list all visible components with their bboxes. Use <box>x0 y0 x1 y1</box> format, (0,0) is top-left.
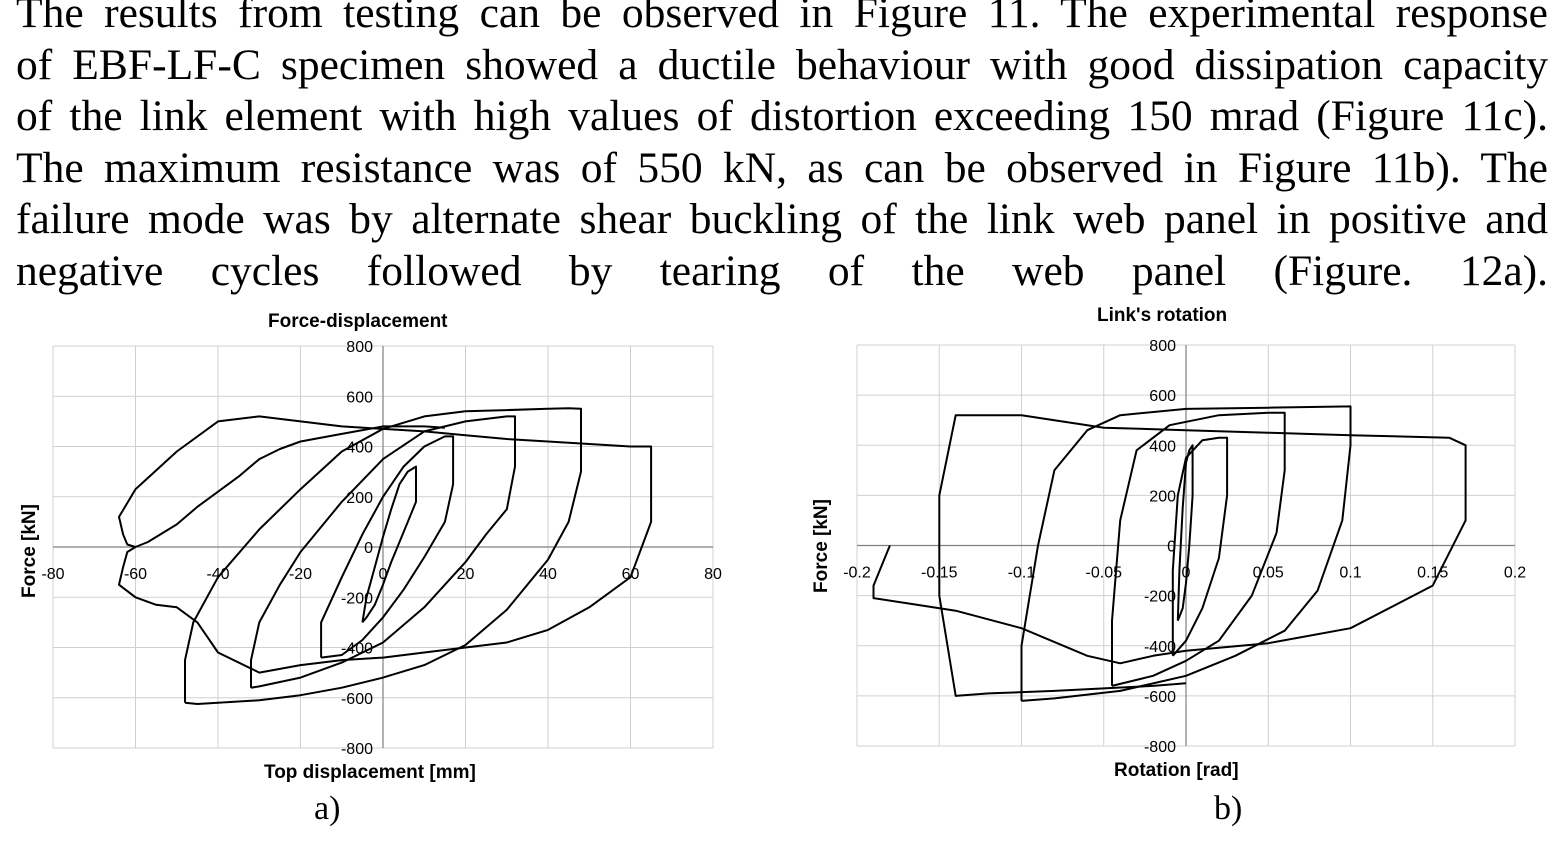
chart-a-x-tick-label: -60 <box>124 566 147 583</box>
chart-a-x-tick-label: 20 <box>457 566 475 583</box>
chart-a-y-tick-label: -800 <box>341 741 373 758</box>
chart-b-x-tick-label: -0.1 <box>1008 565 1036 582</box>
chart-a-x-tick-label: 80 <box>704 566 722 583</box>
chart-b-series-line <box>872 414 1467 697</box>
chart-a-y-tick-label: 200 <box>346 490 373 507</box>
body-paragraph: The results from testing can be observed… <box>16 0 1548 298</box>
paragraph-line: of EBF-LF-C specimen showed a ductile be… <box>16 40 1548 89</box>
chart-b-x-tick-label: -0.05 <box>1086 565 1123 582</box>
chart-a-y-tick-label: -600 <box>341 691 373 708</box>
chart-a-x-tick-label: 40 <box>539 566 557 583</box>
chart-b-y-tick-label: 200 <box>1149 488 1176 505</box>
chart-b-y-tick-label: -200 <box>1144 589 1176 606</box>
chart-a-x-tick-label: -80 <box>41 566 64 583</box>
chart-b-y-tick-label: -800 <box>1144 739 1176 756</box>
chart-b-xlabel: Rotation [rad] <box>1114 760 1239 781</box>
chart-b-y-tick-label: 600 <box>1149 388 1176 405</box>
chart-a-series-line <box>118 415 653 674</box>
caption-a: a) <box>314 790 341 827</box>
chart-a-y-tick-label: 400 <box>346 440 373 457</box>
chart-b-y-tick-label: 400 <box>1149 438 1176 455</box>
chart-b-y-tick-label: 0 <box>1167 539 1176 556</box>
paragraph-line: negative cycles followed by tearing of t… <box>16 246 1548 295</box>
chart-b-x-tick-label: 0.05 <box>1253 565 1284 582</box>
chart-a-title: Force-displacement <box>268 311 448 332</box>
chart-a-series-line <box>361 465 417 624</box>
chart-b-y-tick-label: -600 <box>1144 689 1176 706</box>
chart-b-y-tick-label: -400 <box>1144 639 1176 656</box>
chart-a-series-line <box>250 415 516 689</box>
chart-a-y-tick-label: 600 <box>346 389 373 406</box>
chart-b-x-tick-label: 0.15 <box>1417 565 1448 582</box>
chart-a-xlabel: Top displacement [mm] <box>264 762 476 783</box>
chart-a-y-tick-label: 0 <box>364 540 373 557</box>
chart-b-x-tick-label: 0.2 <box>1504 565 1526 582</box>
chart-b-y-tick-label: 800 <box>1149 338 1176 355</box>
paragraph-line: The results from testing can be observed… <box>16 0 1548 37</box>
chart-a-y-tick-label: -400 <box>341 641 373 658</box>
chart-b-series-line <box>1176 444 1194 622</box>
chart-b-x-tick-label: -0.2 <box>843 565 871 582</box>
chart-b-x-tick-label: 0.1 <box>1339 565 1361 582</box>
paragraph-line: of the link element with high values of … <box>16 92 1548 141</box>
chart-b-series-line <box>1020 405 1352 702</box>
chart-a-series-line <box>320 435 455 659</box>
chart-b-title: Link's rotation <box>1097 305 1228 326</box>
chart-b-series-line <box>1171 436 1229 657</box>
caption-b: b) <box>1214 790 1243 827</box>
chart-b-series-line <box>1111 411 1286 687</box>
chart-a-series-line <box>184 407 582 705</box>
chart-a-x-tick-label: -20 <box>289 566 312 583</box>
chart-a-x-tick-label: 0 <box>379 566 388 583</box>
paragraph-line: The maximum resistance was of 550 kN, as… <box>16 143 1548 192</box>
paragraph-line: failure mode was by alternate shear buck… <box>16 195 1548 244</box>
chart-a-y-tick-label: 800 <box>346 339 373 356</box>
